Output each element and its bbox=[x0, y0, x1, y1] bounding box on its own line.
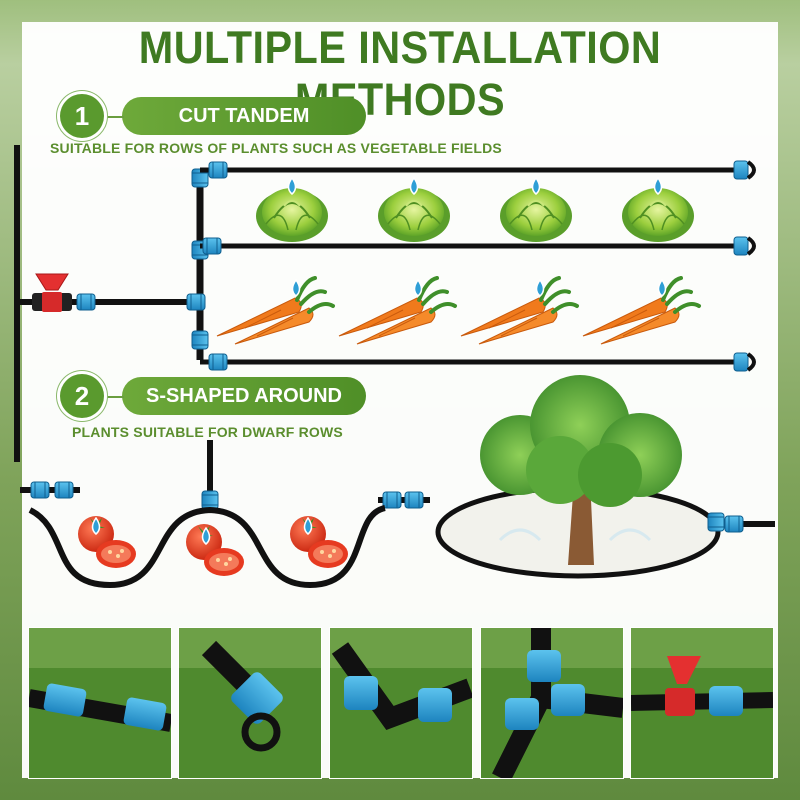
tee-photo bbox=[480, 627, 624, 779]
valve-icon[interactable] bbox=[32, 273, 72, 312]
method-1-label: CUT TANDEM bbox=[178, 104, 310, 127]
valve-photo bbox=[630, 627, 774, 779]
connector-icon bbox=[76, 293, 96, 311]
method-1-caption: SUITABLE FOR ROWS OF PLANTS SUCH AS VEGE… bbox=[50, 140, 502, 156]
method-2-label: S-SHAPED AROUND bbox=[146, 384, 342, 407]
method-2-divider bbox=[100, 396, 124, 398]
method-1-divider bbox=[100, 116, 124, 118]
method-2-caption: PLANTS SUITABLE FOR DWARF ROWS bbox=[72, 424, 343, 440]
elbow-photo bbox=[329, 627, 473, 779]
lettuce-icon bbox=[255, 187, 329, 243]
tomato-icon bbox=[78, 516, 136, 568]
straight-connector-photo bbox=[28, 627, 172, 779]
end-plug-icon bbox=[732, 159, 756, 181]
end-plug-photo bbox=[178, 627, 322, 779]
carrot-icon bbox=[215, 276, 335, 346]
tree-icon bbox=[480, 375, 682, 565]
method-1-number: 1 bbox=[60, 94, 104, 138]
method-2-number: 2 bbox=[60, 374, 104, 418]
page-title: MULTIPLE INSTALLATION METHODS bbox=[138, 22, 662, 125]
method-2-badge: S-SHAPED AROUND bbox=[122, 377, 366, 415]
method-1-badge: CUT TANDEM bbox=[122, 97, 366, 135]
